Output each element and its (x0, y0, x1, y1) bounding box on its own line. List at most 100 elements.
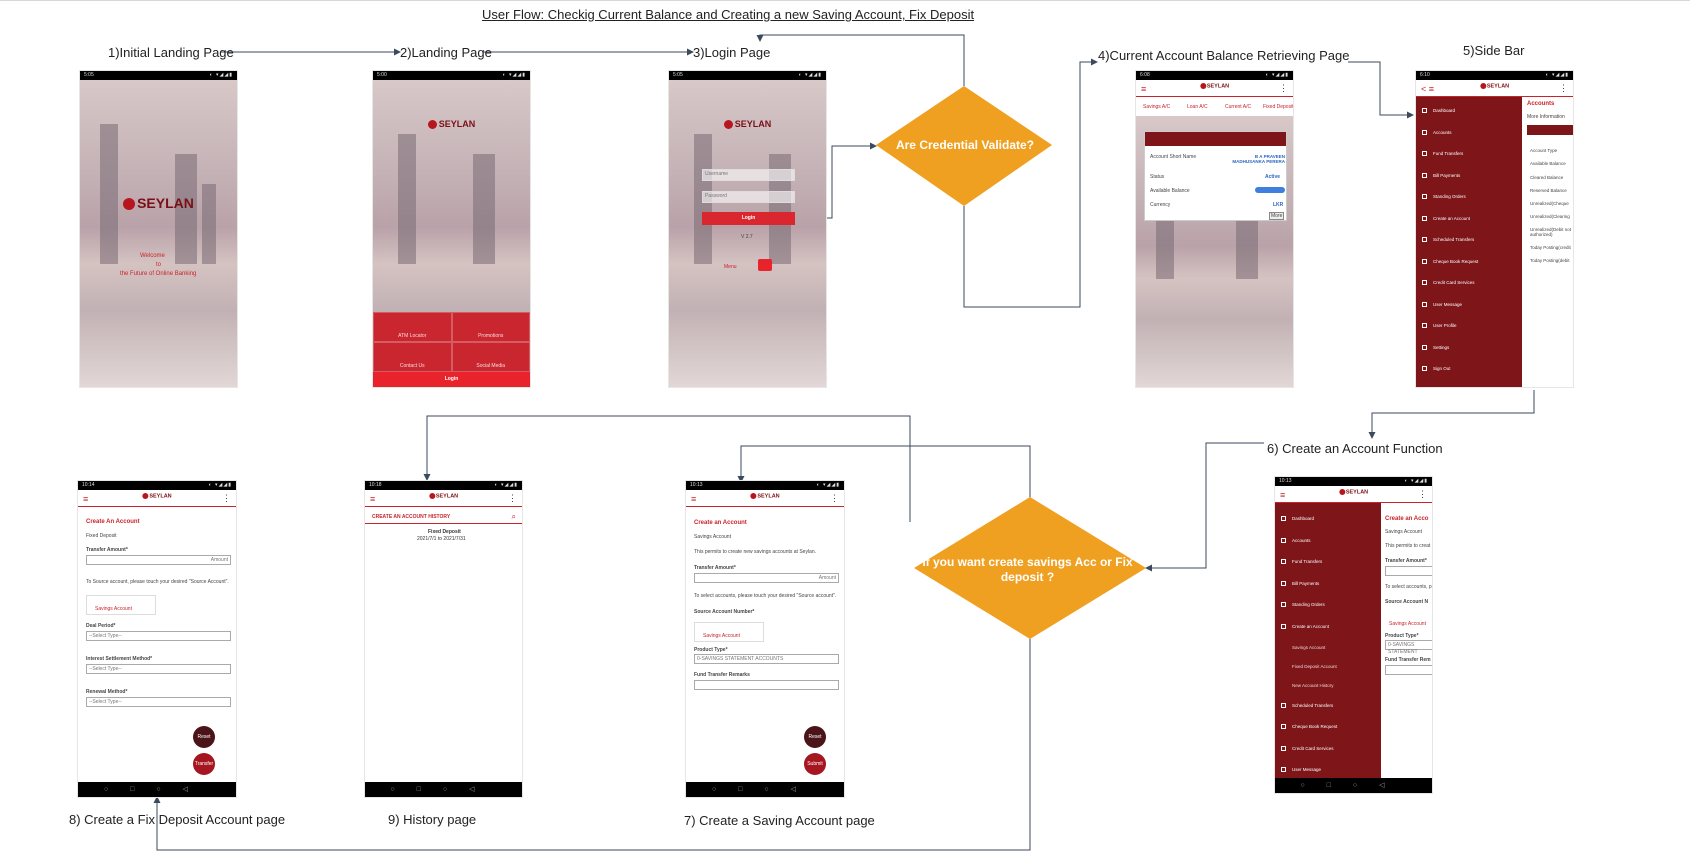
amount-label: Transfer Amount* (694, 565, 736, 571)
submit-button[interactable]: Submit (804, 753, 826, 775)
side-item-cheque-book[interactable]: Cheque Book Request (1422, 259, 1478, 265)
username-input[interactable]: Username (702, 169, 795, 181)
brand-logo: SEYLAN (1479, 83, 1509, 89)
side-item-settings[interactable]: Settings (1422, 345, 1449, 351)
kebab-icon[interactable]: ⋮ (1279, 83, 1288, 93)
side-item-sign-out[interactable]: Sign Out (1422, 366, 1451, 372)
side-item-scheduled-transfers[interactable]: Scheduled Transfers (1281, 703, 1333, 709)
lock-icon[interactable] (758, 259, 772, 271)
side-item-scheduled-transfers[interactable]: Scheduled Transfers (1422, 237, 1474, 243)
landing-login-button[interactable]: Login (373, 372, 530, 387)
side-item-credit-card[interactable]: Credit Card Services (1281, 746, 1334, 752)
sub-item-fixed-deposit[interactable]: Fixed Deposit Account (1292, 664, 1337, 669)
side-item-accounts[interactable]: Accounts (1281, 538, 1311, 544)
menu-shortcut[interactable]: Menu (724, 264, 737, 270)
hamburger-icon[interactable]: ≡ (1141, 84, 1147, 94)
transfer-button[interactable]: Transfer (193, 753, 215, 775)
tab-loan[interactable]: Loan A/C (1187, 104, 1208, 110)
panel-amount-field[interactable] (1385, 566, 1432, 576)
source-account-card[interactable]: Savings Account (694, 622, 764, 642)
status-bar: 6:10◐ ▾◢◢▮ (1416, 71, 1573, 80)
password-input[interactable]: Password (702, 191, 795, 203)
hamburger-icon[interactable]: ≡ (370, 494, 376, 504)
status-time: 5:05 (84, 72, 94, 78)
edge-4-5 (1348, 61, 1414, 119)
login-button[interactable]: Login (702, 212, 795, 225)
city-background (669, 80, 826, 387)
side-item-create-account[interactable]: Create an Account (1422, 216, 1470, 222)
more-button[interactable]: More (1269, 212, 1285, 220)
side-item-dashboard[interactable]: Dashboard (1281, 516, 1314, 522)
side-item-fund-transfers[interactable]: Fund Transfers (1281, 559, 1322, 565)
renewal-select[interactable]: --Select Type-- (86, 697, 231, 707)
decision-savings-label: If you want create savings Acc or Fix de… (922, 555, 1133, 584)
hamburger-icon[interactable]: ≡ (691, 494, 697, 504)
tile-social-media[interactable]: Social Media (451, 342, 530, 372)
amount-input[interactable]: Amount (694, 573, 839, 583)
status-bar: 5:00◐ ▾◢◢▮ (373, 71, 530, 80)
amount-input[interactable]: Amount (86, 555, 231, 565)
source-account-card[interactable]: Savings Account (86, 595, 156, 615)
side-item-create-account[interactable]: Create an Account (1281, 624, 1329, 630)
hamburger-icon[interactable]: < ≡ (1421, 84, 1435, 94)
kebab-icon[interactable]: ⋮ (1559, 83, 1568, 93)
side-item-credit-card[interactable]: Credit Card Services (1422, 280, 1475, 286)
screen-balance: 6:08◐ ▾◢◢▮ ≡SEYLAN⋮ Savings A/C Loan A/C… (1135, 70, 1294, 388)
hamburger-icon[interactable]: ≡ (1280, 490, 1286, 500)
tab-savings[interactable]: Savings A/C (1143, 104, 1171, 110)
status-time: 10:13 (690, 482, 703, 488)
side-item-fund-transfers[interactable]: Fund Transfers (1422, 151, 1463, 157)
tab-fixed[interactable]: Fixed Deposit (1263, 104, 1294, 110)
renewal-label: Renewal Method* (86, 689, 128, 695)
diagram-title: User Flow: Checkig Current Balance and C… (482, 7, 975, 22)
reset-button[interactable]: Reset (804, 726, 826, 748)
status-time: 5:00 (377, 72, 387, 78)
panel-product-label: Product Type* (1385, 633, 1419, 639)
side-item-dashboard[interactable]: Dashboard (1422, 108, 1455, 114)
side-item-user-profile[interactable]: User Profile (1422, 323, 1457, 329)
row-key: Account Short Name (1150, 154, 1197, 160)
balance-card: Account Short Name B A PRAVEEN MADHUSANK… (1144, 131, 1287, 221)
side-item-bill-payments[interactable]: Bill Payments (1281, 581, 1319, 587)
hamburger-icon[interactable]: ≡ (83, 494, 89, 504)
brand-logo: SEYLAN (142, 493, 172, 499)
panel-product-field[interactable]: 0-SAVINGS STATEMENT (1385, 640, 1432, 655)
source-label: Source Account Number* (694, 609, 755, 615)
remarks-input[interactable] (694, 680, 839, 690)
side-item-standing-orders[interactable]: Standing Orders (1281, 602, 1325, 608)
kebab-icon[interactable]: ⋮ (222, 493, 231, 503)
side-item-accounts[interactable]: Accounts (1422, 130, 1452, 136)
product-select[interactable]: 0-SAVINGS STATEMENT ACCOUNTS (694, 654, 839, 664)
side-menu: Dashboard Accounts Fund Transfers Bill P… (1416, 97, 1522, 387)
kebab-icon[interactable]: ⋮ (508, 493, 517, 503)
app-bar: ≡SEYLAN⋮ (686, 490, 844, 507)
tile-promotions[interactable]: Promotions (451, 312, 530, 342)
tile-atm-locator[interactable]: ATM Locator (373, 312, 452, 342)
remarks-label: Fund Transfer Remarks (694, 672, 750, 678)
sub-item-history[interactable]: New Account History (1292, 683, 1334, 688)
kebab-icon[interactable]: ⋮ (830, 493, 839, 503)
sub-item-savings[interactable]: Savings Account (1292, 645, 1326, 650)
android-navbar: ○□○◁ (365, 782, 522, 797)
side-item-cheque-book[interactable]: Cheque Book Request (1281, 724, 1337, 730)
panel-source-value[interactable]: Savings Account (1389, 621, 1426, 627)
settlement-select[interactable]: --Select Type-- (86, 664, 231, 674)
search-icon[interactable]: ⌕ (511, 512, 516, 521)
kebab-icon[interactable]: ⋮ (1418, 489, 1427, 499)
panel-row: Today Posting(debit (1530, 258, 1570, 263)
period-select[interactable]: --Select Type-- (86, 631, 231, 641)
panel-amount-label: Transfer Amount* (1385, 558, 1427, 564)
side-item-user-message[interactable]: User Message (1422, 302, 1462, 308)
panel-hint: To select accounts, p (1385, 584, 1432, 590)
tab-current[interactable]: Current A/C (1225, 104, 1252, 110)
panel-row: Cleared Balance (1530, 175, 1564, 180)
tile-contact-us[interactable]: Contact Us (373, 342, 452, 372)
app-bar: ≡ SEYLAN ⋮ (78, 490, 236, 507)
panel-row: Unrealized(Debit not authorized) (1530, 227, 1572, 237)
reset-button[interactable]: Reset (193, 726, 215, 748)
side-item-standing-orders[interactable]: Standing Orders (1422, 194, 1466, 200)
side-item-bill-payments[interactable]: Bill Payments (1422, 173, 1460, 179)
app-version: V 2.7 (741, 234, 753, 240)
panel-remarks-field[interactable] (1385, 665, 1432, 675)
side-item-user-message[interactable]: User Message (1281, 767, 1321, 773)
